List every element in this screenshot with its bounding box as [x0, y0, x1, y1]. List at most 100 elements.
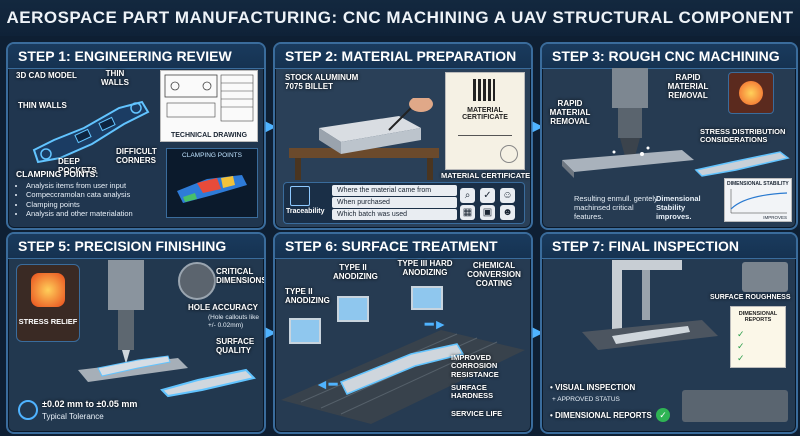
technical-drawing-label: Technical Drawing: [170, 132, 248, 139]
material-certificate-card: Material Certificate: [445, 72, 525, 170]
magnifier-inset: [178, 262, 216, 300]
service-life-label: Service Life: [451, 409, 503, 418]
billet-image: [289, 98, 439, 180]
parts-tray: [682, 390, 788, 422]
stock-billet-label: Stock Aluminum 7075 Billet: [285, 73, 359, 91]
flow-arrow-icon: ━►: [425, 316, 448, 332]
gauge-device: [742, 262, 788, 292]
step-5-panel: Step 5: Precision Finishing Stress Relie…: [6, 232, 266, 434]
resulting-text: Resulting enmull. gentely machinsed crit…: [574, 194, 658, 221]
step-7-panel: Step 7: Final Inspection Surface Roughne…: [540, 232, 798, 434]
tank-icon: [289, 318, 321, 344]
thin-walls-left-label: Thin Walls: [18, 101, 67, 110]
rapid-removal-right-label: Rapid Material Removal: [667, 73, 709, 100]
stability-curve: [730, 189, 788, 214]
trace-row: Which batch was used: [332, 209, 457, 220]
hole-note: (Hole callouts like +/- 0.02mm): [208, 314, 259, 329]
improved-corrosion-label: Improved Corrosion Resistance: [451, 353, 499, 379]
certificate-title: Material Certificate: [462, 107, 508, 121]
heat-icon: [739, 81, 763, 105]
check-icon: ✓: [737, 329, 745, 339]
stability-chart-axis: Improves: [763, 215, 787, 220]
target-icon: [18, 400, 38, 420]
tank-icon: [337, 296, 369, 322]
approved-status-label: + Approved Status: [552, 396, 620, 403]
surface-roughness-label: Surface Roughness: [710, 294, 791, 301]
stress-distribution-label: Stress Distribution Considerations: [700, 127, 786, 145]
type2-anodizing-left-label: Type II Anodizing: [285, 287, 330, 305]
stability-chart: Dimensional Stability Improves: [724, 178, 792, 222]
certificate-caption: Material Certificate: [441, 171, 531, 180]
flame-icon: [31, 273, 65, 307]
conveyor-image: [281, 330, 525, 424]
check-icon: ✓: [480, 188, 495, 203]
clamping-heading: Clamping Points:: [16, 169, 99, 179]
trace-row: When purchased: [332, 197, 457, 208]
cad-model-label: 3D CAD Model: [16, 71, 77, 80]
check-icon: ✓: [737, 353, 745, 363]
finishing-machine-image: [78, 260, 188, 382]
trace-row: Where the material came from: [332, 185, 457, 196]
thin-walls-top-label: Thin Walls: [101, 69, 129, 87]
stress-relief-inset: [728, 72, 774, 114]
stress-heatmap: [177, 175, 247, 203]
type2-anodizing-label: Type II Anodizing: [333, 263, 378, 281]
cmm-machine-image: [582, 260, 718, 350]
step-1-panel: Step 1: Engineering Review 3D CAD Model …: [6, 42, 266, 230]
stability-chart-title: Dimensional Stability: [727, 181, 789, 187]
type3-anodizing-label: Type III Hard Anodizing: [397, 259, 453, 277]
list-item: Compeccramolan cata analysis: [26, 190, 174, 199]
check-icon: ✓: [737, 341, 745, 351]
users-icon: ☺: [500, 188, 515, 203]
list-item: Analysis and other materialation: [26, 209, 174, 218]
step-6-panel: Step 6: Surface Treatment Type II Anodiz…: [273, 232, 533, 434]
signature-line: [458, 135, 512, 136]
traceability-box: Traceability Where the material came fro…: [283, 182, 525, 224]
deep-pockets-label: Deep Pockets: [58, 157, 97, 175]
step-2-panel: Step 2: Material Preparation Stock Alumi…: [273, 42, 533, 230]
reports-clipboard-title: Dimensional Reports: [738, 311, 778, 323]
traceability-label: Traceability: [286, 208, 325, 215]
dimensional-reports-label: • Dimensional Reports: [550, 411, 652, 420]
flow-arrow-icon: ◄━: [315, 376, 338, 392]
visual-inspection-label: • Visual Inspection: [550, 383, 636, 392]
reports-clipboard: Dimensional Reports ✓ ✓ ✓: [730, 306, 786, 368]
step-3-panel: Step 3: Rough CNC Machining Rapid Materi…: [540, 42, 798, 230]
box-icon: ▣: [480, 205, 495, 220]
group-icon: ☻: [500, 205, 515, 220]
tolerance-value: ±0.02 mm to ±0.05 mm: [42, 399, 138, 409]
page-title: Aerospace Part Manufacturing: CNC Machin…: [0, 0, 800, 36]
surface-hardness-label: Surface Hardness: [451, 383, 494, 401]
seal-icon: [500, 145, 518, 163]
technical-drawing: Technical Drawing: [160, 70, 258, 142]
step-3-header: Step 3: Rough CNC Machining: [542, 44, 796, 69]
calendar-icon: ▦: [460, 205, 475, 220]
step-1-header: Step 1: Engineering Review: [8, 44, 264, 69]
cad-bracket-image: [32, 100, 150, 164]
hole-accuracy-label: Hole Accuracy: [188, 303, 258, 312]
stress-relief-badge: Stress Relief: [16, 264, 80, 342]
clamping-list: Analysis items from user input Compeccra…: [16, 181, 174, 219]
surface-quality-label: Surface Quality: [216, 337, 255, 355]
step-6-header: Step 6: Surface Treatment: [275, 234, 531, 259]
list-item: Clamping points: [26, 200, 174, 209]
chemical-coating-label: Chemical Conversion Coating: [467, 261, 521, 288]
step-2-header: Step 2: Material Preparation: [275, 44, 531, 69]
tank-icon: [411, 286, 443, 310]
cnc-spindle-image: [562, 68, 694, 178]
check-circle-icon: ✓: [656, 408, 670, 422]
step-7-header: Step 7: Final Inspection: [542, 234, 796, 259]
qr-code-icon: [473, 79, 495, 101]
difficult-corners-label: Difficult Corners: [116, 147, 157, 165]
critical-dimensions-label: Critical Dimensions: [216, 267, 266, 285]
finished-bracket-image: [160, 368, 256, 398]
step-5-header: Step 5: Precision Finishing: [8, 234, 264, 259]
document-search-icon: [290, 186, 310, 206]
clamping-monitor-label: Clamping Points: [182, 152, 242, 159]
bracket-stress-image: [694, 151, 790, 177]
tolerance-note: Typical Tolerance: [42, 412, 104, 421]
search-icon: ⌕: [460, 188, 475, 203]
drawing-sketch: [164, 74, 254, 122]
clamping-monitor: Clamping Points: [166, 148, 258, 218]
rapid-removal-left-label: Rapid Material Removal: [549, 99, 591, 126]
